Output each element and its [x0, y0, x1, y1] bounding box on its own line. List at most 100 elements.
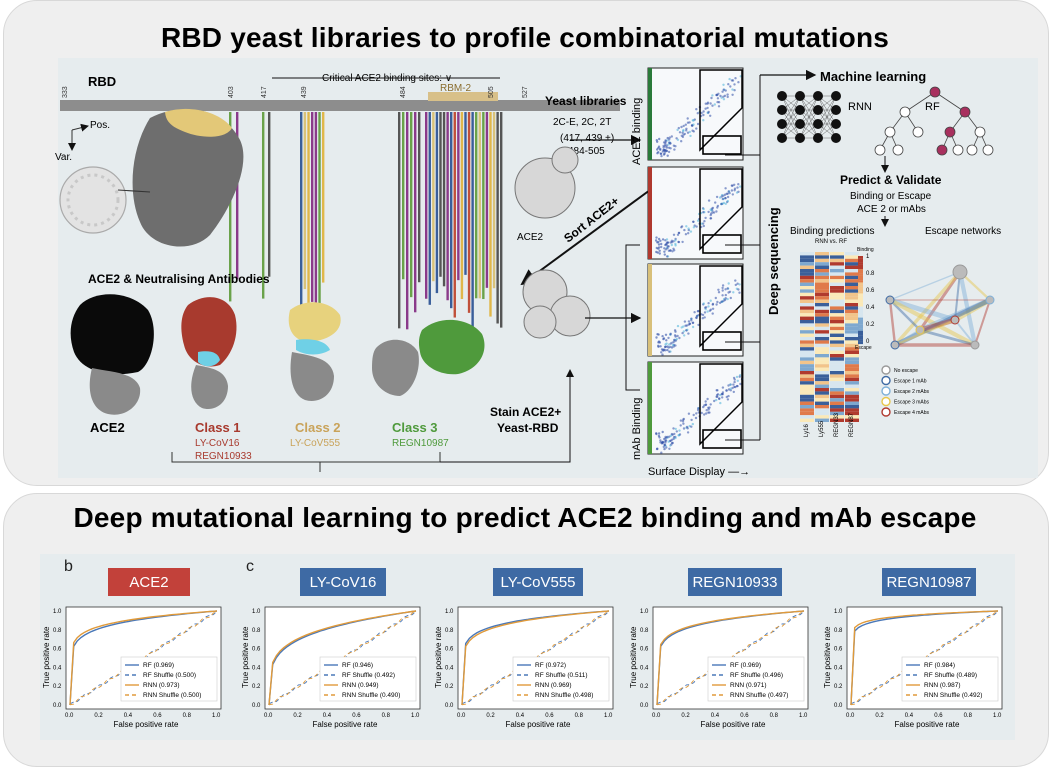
facs-dot: [677, 231, 681, 235]
roc-charts: 0.00.00.20.20.40.40.60.60.80.81.01.0Fals…: [42, 606, 1003, 729]
colorbar-segment: [858, 335, 863, 338]
heatmap-cell: [815, 367, 829, 371]
facs-dot: [711, 206, 715, 210]
facs-dot: [670, 443, 673, 446]
facs-dot: [659, 148, 662, 151]
rf-label: RF: [925, 101, 940, 113]
facs-dot: [715, 389, 718, 392]
facs-dot: [664, 333, 668, 336]
facs-dot: [677, 240, 680, 244]
facs-dot: [667, 150, 671, 154]
facs-dot: [694, 416, 698, 420]
roc-x-tick: 1.0: [411, 713, 420, 719]
facs-dot: [681, 331, 684, 335]
facs-dot: [723, 94, 727, 98]
roc-x-tick: 0.0: [65, 713, 74, 719]
facs-dot: [692, 226, 696, 229]
roc-x-tick: 1.0: [799, 713, 808, 719]
facs-plot-strip: [648, 68, 652, 160]
escape-network: [885, 264, 995, 350]
heatmap-cell: [815, 415, 829, 419]
heatmap-cell: [830, 326, 844, 331]
facs-dot: [658, 137, 661, 141]
neutralising-heading: ACE2 & Neutralising Antibodies: [88, 272, 270, 286]
facs-dot: [679, 424, 682, 427]
facs-dot: [658, 249, 661, 252]
facs-dot: [707, 110, 710, 114]
facs-dot: [721, 197, 724, 201]
mab-binding-axis: mAb Binding: [631, 398, 643, 460]
heatmap-cell: [800, 258, 814, 263]
rf-node: [936, 144, 948, 156]
heatmap-cell: [800, 401, 814, 405]
structure-class1-sub: LY-CoV16: [195, 438, 240, 449]
roc-y-label: True positive rate: [823, 626, 832, 688]
binding-predictions-label: Binding predictions: [790, 226, 875, 237]
facs-dot: [721, 289, 724, 292]
facs-dot: [724, 196, 727, 200]
facs-dot: [683, 132, 686, 136]
facs-dot: [702, 211, 705, 214]
facs-dot: [700, 222, 703, 225]
rf-node: [892, 144, 904, 156]
facs-dot: [702, 224, 705, 228]
rf-node: [944, 126, 956, 138]
roc-y-tick: 0.8: [252, 628, 261, 634]
roc-legend-label: RF Shuffle (0.492): [342, 672, 395, 679]
facs-dot: [720, 300, 723, 303]
heatmap-cell: [815, 252, 829, 256]
heatmap-cell: [815, 398, 829, 402]
facs-dot: [656, 148, 659, 151]
facs-dot: [674, 427, 677, 431]
facs-dot: [706, 397, 709, 401]
facs-dot: [684, 233, 688, 236]
facs-dot: [737, 190, 740, 193]
facs-dot: [687, 320, 691, 323]
facs-dot: [662, 349, 665, 352]
facs-dot: [673, 148, 676, 151]
facs-dot: [663, 247, 666, 250]
escape-edge: [957, 271, 978, 346]
heatmap-cell: [830, 340, 844, 344]
facs-dot: [702, 207, 705, 211]
facs-dot: [681, 135, 685, 139]
facs-dot: [674, 436, 677, 440]
facs-dot: [736, 379, 739, 382]
roc-x-tick: 0.0: [264, 713, 273, 719]
roc-legend-label: RNN Shuffle (0.492): [924, 692, 982, 699]
tick-403: 403: [228, 86, 235, 98]
heatmap-cell: [815, 408, 829, 412]
facs-dot: [673, 432, 676, 436]
facs-dot: [709, 102, 712, 105]
heatmap-col-regn33: REGN33: [834, 412, 840, 437]
roc-x-tick: 0.4: [711, 713, 720, 719]
heatmap-cell: [815, 333, 829, 337]
colorbar-segment: [858, 267, 863, 270]
facs-dot: [691, 422, 694, 426]
facs-dot: [734, 279, 737, 282]
colorbar-segment: [858, 328, 863, 331]
facs-dot: [665, 146, 669, 149]
roc-legend-label: RF Shuffle (0.496): [730, 672, 783, 679]
roc-series-line: [850, 610, 999, 705]
facs-dot: [721, 286, 724, 290]
facs-dot: [726, 287, 729, 290]
facs-dot: [696, 310, 700, 313]
ml-label: Machine learning: [820, 69, 926, 84]
facs-dot: [733, 380, 736, 384]
facs-dot: [709, 114, 712, 118]
escape-legend-marker: [881, 396, 891, 407]
heatmap-cell: [845, 371, 859, 375]
colorbar-segment: [858, 324, 863, 327]
facs-dot: [731, 93, 734, 97]
roc-y-tick: 0.2: [53, 684, 62, 690]
facs-dot: [661, 353, 664, 356]
heatmap-cell: [800, 408, 814, 412]
predict-validate-label: Predict & Validate: [840, 173, 942, 187]
roc-x-tick: 0.4: [905, 713, 914, 719]
facs-dot: [672, 437, 675, 441]
heatmap-cell: [800, 303, 814, 307]
roc-series-line: [850, 610, 999, 706]
escape-legend-label: Escape 1 mAb: [894, 379, 927, 385]
